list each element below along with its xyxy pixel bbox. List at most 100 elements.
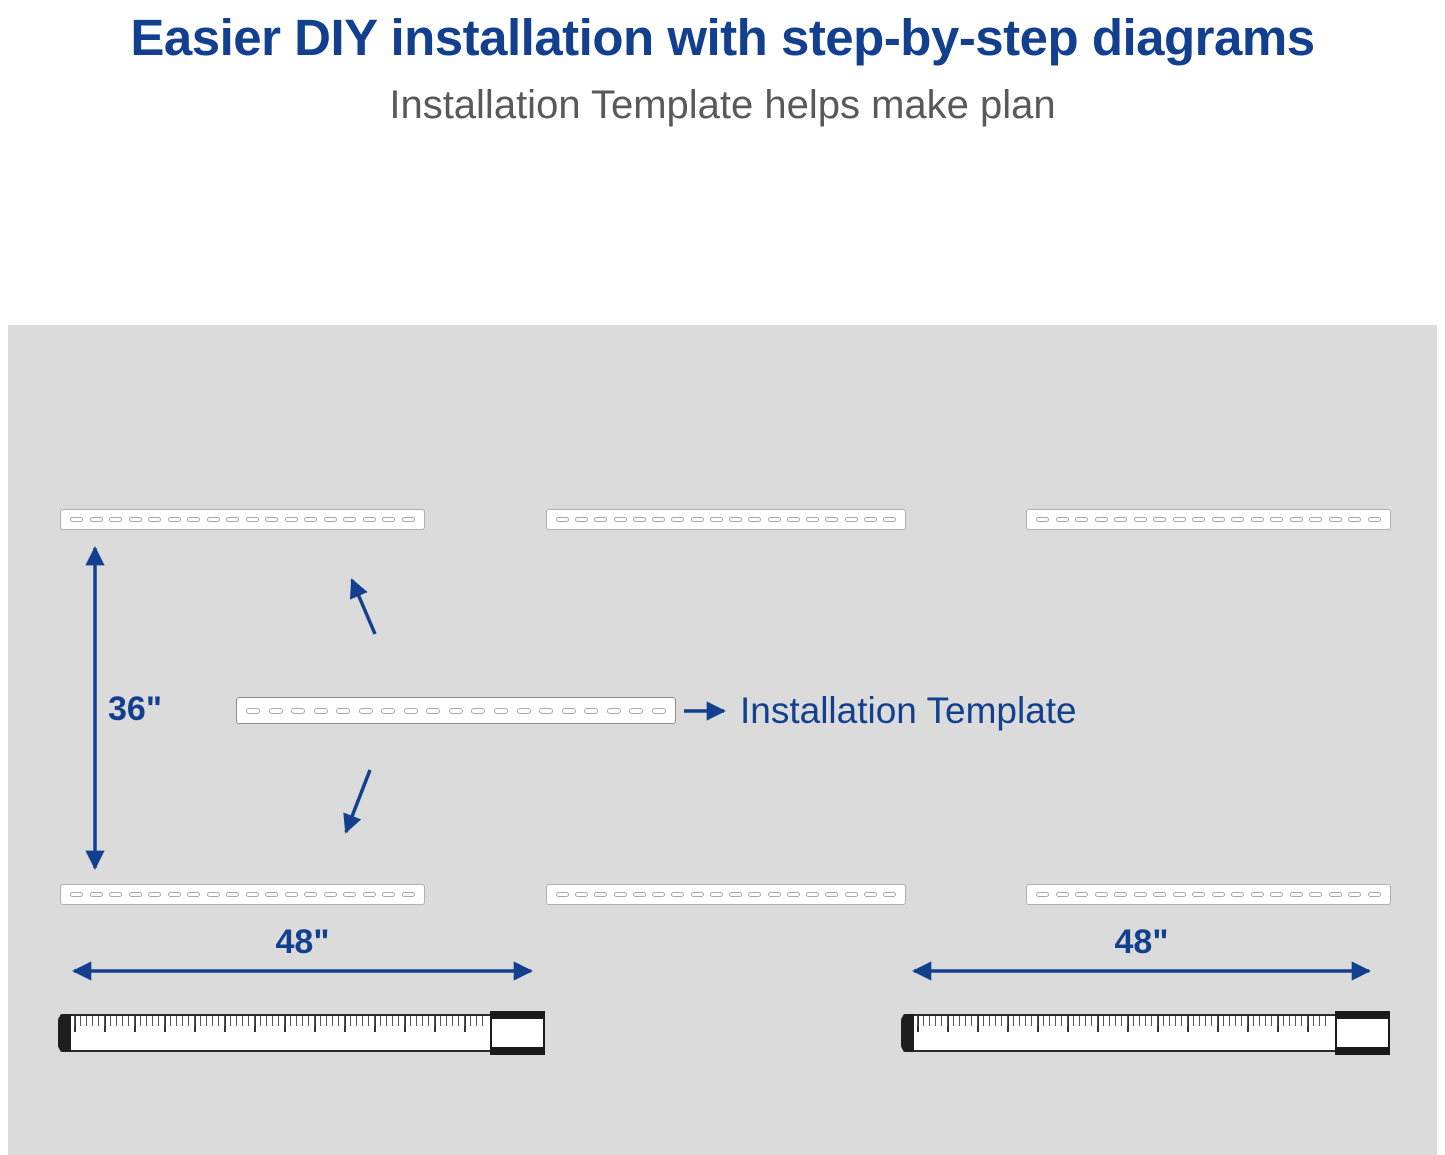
slot-hole — [187, 517, 201, 522]
slot-hole — [362, 892, 376, 897]
slot-hole — [336, 707, 351, 714]
installation-template-strip — [236, 697, 676, 724]
slot-hole — [863, 892, 877, 897]
slot-hole — [516, 707, 531, 714]
slot-hole — [632, 517, 646, 522]
slot-hole — [652, 892, 666, 897]
measuring-tape-left — [58, 1011, 545, 1055]
slot-hole — [1192, 892, 1206, 897]
slot-hole — [148, 892, 162, 897]
slot-hole — [1153, 517, 1167, 522]
slot-hole — [304, 517, 318, 522]
slot-hole — [206, 517, 220, 522]
slot-hole — [671, 517, 685, 522]
slot-hole — [1075, 517, 1089, 522]
slot-hole — [494, 707, 509, 714]
slot-hole — [401, 892, 415, 897]
slot-hole — [806, 517, 820, 522]
slot-hole — [844, 892, 858, 897]
vertical-dimension-label: 36" — [108, 690, 162, 728]
slot-hole — [690, 892, 704, 897]
slot-hole — [343, 892, 357, 897]
slot-hole — [265, 517, 279, 522]
slot-hole — [401, 517, 415, 522]
slot-hole — [265, 892, 279, 897]
mounting-rail-top-middle — [546, 509, 906, 530]
slot-hole — [291, 707, 306, 714]
slot-hole — [1133, 892, 1147, 897]
slot-hole — [613, 517, 627, 522]
slot-hole — [1348, 517, 1362, 522]
slot-hole — [245, 517, 259, 522]
slot-hole — [284, 517, 298, 522]
slot-hole — [786, 892, 800, 897]
page-title: Easier DIY installation with step-by-ste… — [130, 9, 1315, 66]
slot-hole — [89, 892, 103, 897]
slot-hole — [844, 517, 858, 522]
slot-hole — [1172, 517, 1186, 522]
slot-hole — [1036, 892, 1049, 897]
mounting-rail-bottom-right — [1026, 884, 1391, 905]
slot-hole — [109, 517, 123, 522]
mounting-rail-bottom-middle — [546, 884, 906, 905]
slot-hole — [448, 707, 463, 714]
tape-ruler-ticks — [74, 1016, 483, 1050]
slot-hole — [343, 517, 357, 522]
slot-hole — [561, 707, 576, 714]
slot-hole — [767, 517, 781, 522]
slot-hole — [1270, 892, 1284, 897]
tape-case-icon — [1335, 1011, 1390, 1055]
installation-template-label: Installation Template — [740, 690, 1077, 731]
slot-hole — [1211, 517, 1225, 522]
slot-hole — [556, 517, 569, 522]
slot-hole — [313, 707, 328, 714]
slot-hole — [304, 892, 318, 897]
slot-hole — [1172, 892, 1186, 897]
slot-hole — [632, 892, 646, 897]
slot-hole — [863, 517, 877, 522]
slot-hole — [556, 892, 569, 897]
slot-hole — [825, 517, 839, 522]
slot-hole — [1309, 892, 1323, 897]
slot-hole — [284, 892, 298, 897]
slot-hole — [426, 707, 441, 714]
slot-hole — [748, 892, 762, 897]
slot-hole — [323, 517, 337, 522]
slot-hole — [575, 517, 589, 522]
slot-hole — [1367, 517, 1381, 522]
slot-hole — [1075, 892, 1089, 897]
slot-hole — [606, 707, 621, 714]
tape-hook-icon — [58, 1014, 71, 1052]
slot-hole — [594, 892, 608, 897]
slot-hole — [613, 892, 627, 897]
slot-hole — [206, 892, 220, 897]
slot-hole — [1114, 517, 1128, 522]
slot-hole — [1250, 517, 1264, 522]
right-width-label: 48" — [1114, 923, 1169, 961]
slot-hole — [671, 892, 685, 897]
slot-hole — [245, 892, 259, 897]
slot-hole — [709, 517, 723, 522]
slot-hole — [767, 892, 781, 897]
slot-hole — [652, 517, 666, 522]
slot-hole — [70, 892, 83, 897]
slot-hole — [128, 517, 142, 522]
tape-hook-icon — [901, 1014, 914, 1052]
slot-hole — [1348, 892, 1362, 897]
slot-hole — [381, 707, 396, 714]
slot-hole — [226, 892, 240, 897]
slot-hole — [1231, 892, 1245, 897]
slot-hole — [167, 892, 181, 897]
page-subtitle: Installation Template helps make plan — [389, 83, 1056, 127]
slot-hole — [575, 892, 589, 897]
slot-hole — [167, 517, 181, 522]
slot-hole — [403, 707, 418, 714]
slot-hole — [690, 517, 704, 522]
slot-hole — [1192, 517, 1206, 522]
slot-hole — [246, 707, 260, 714]
slot-hole — [226, 517, 240, 522]
slot-hole — [1036, 517, 1049, 522]
slot-hole — [323, 892, 337, 897]
slot-hole — [729, 892, 743, 897]
